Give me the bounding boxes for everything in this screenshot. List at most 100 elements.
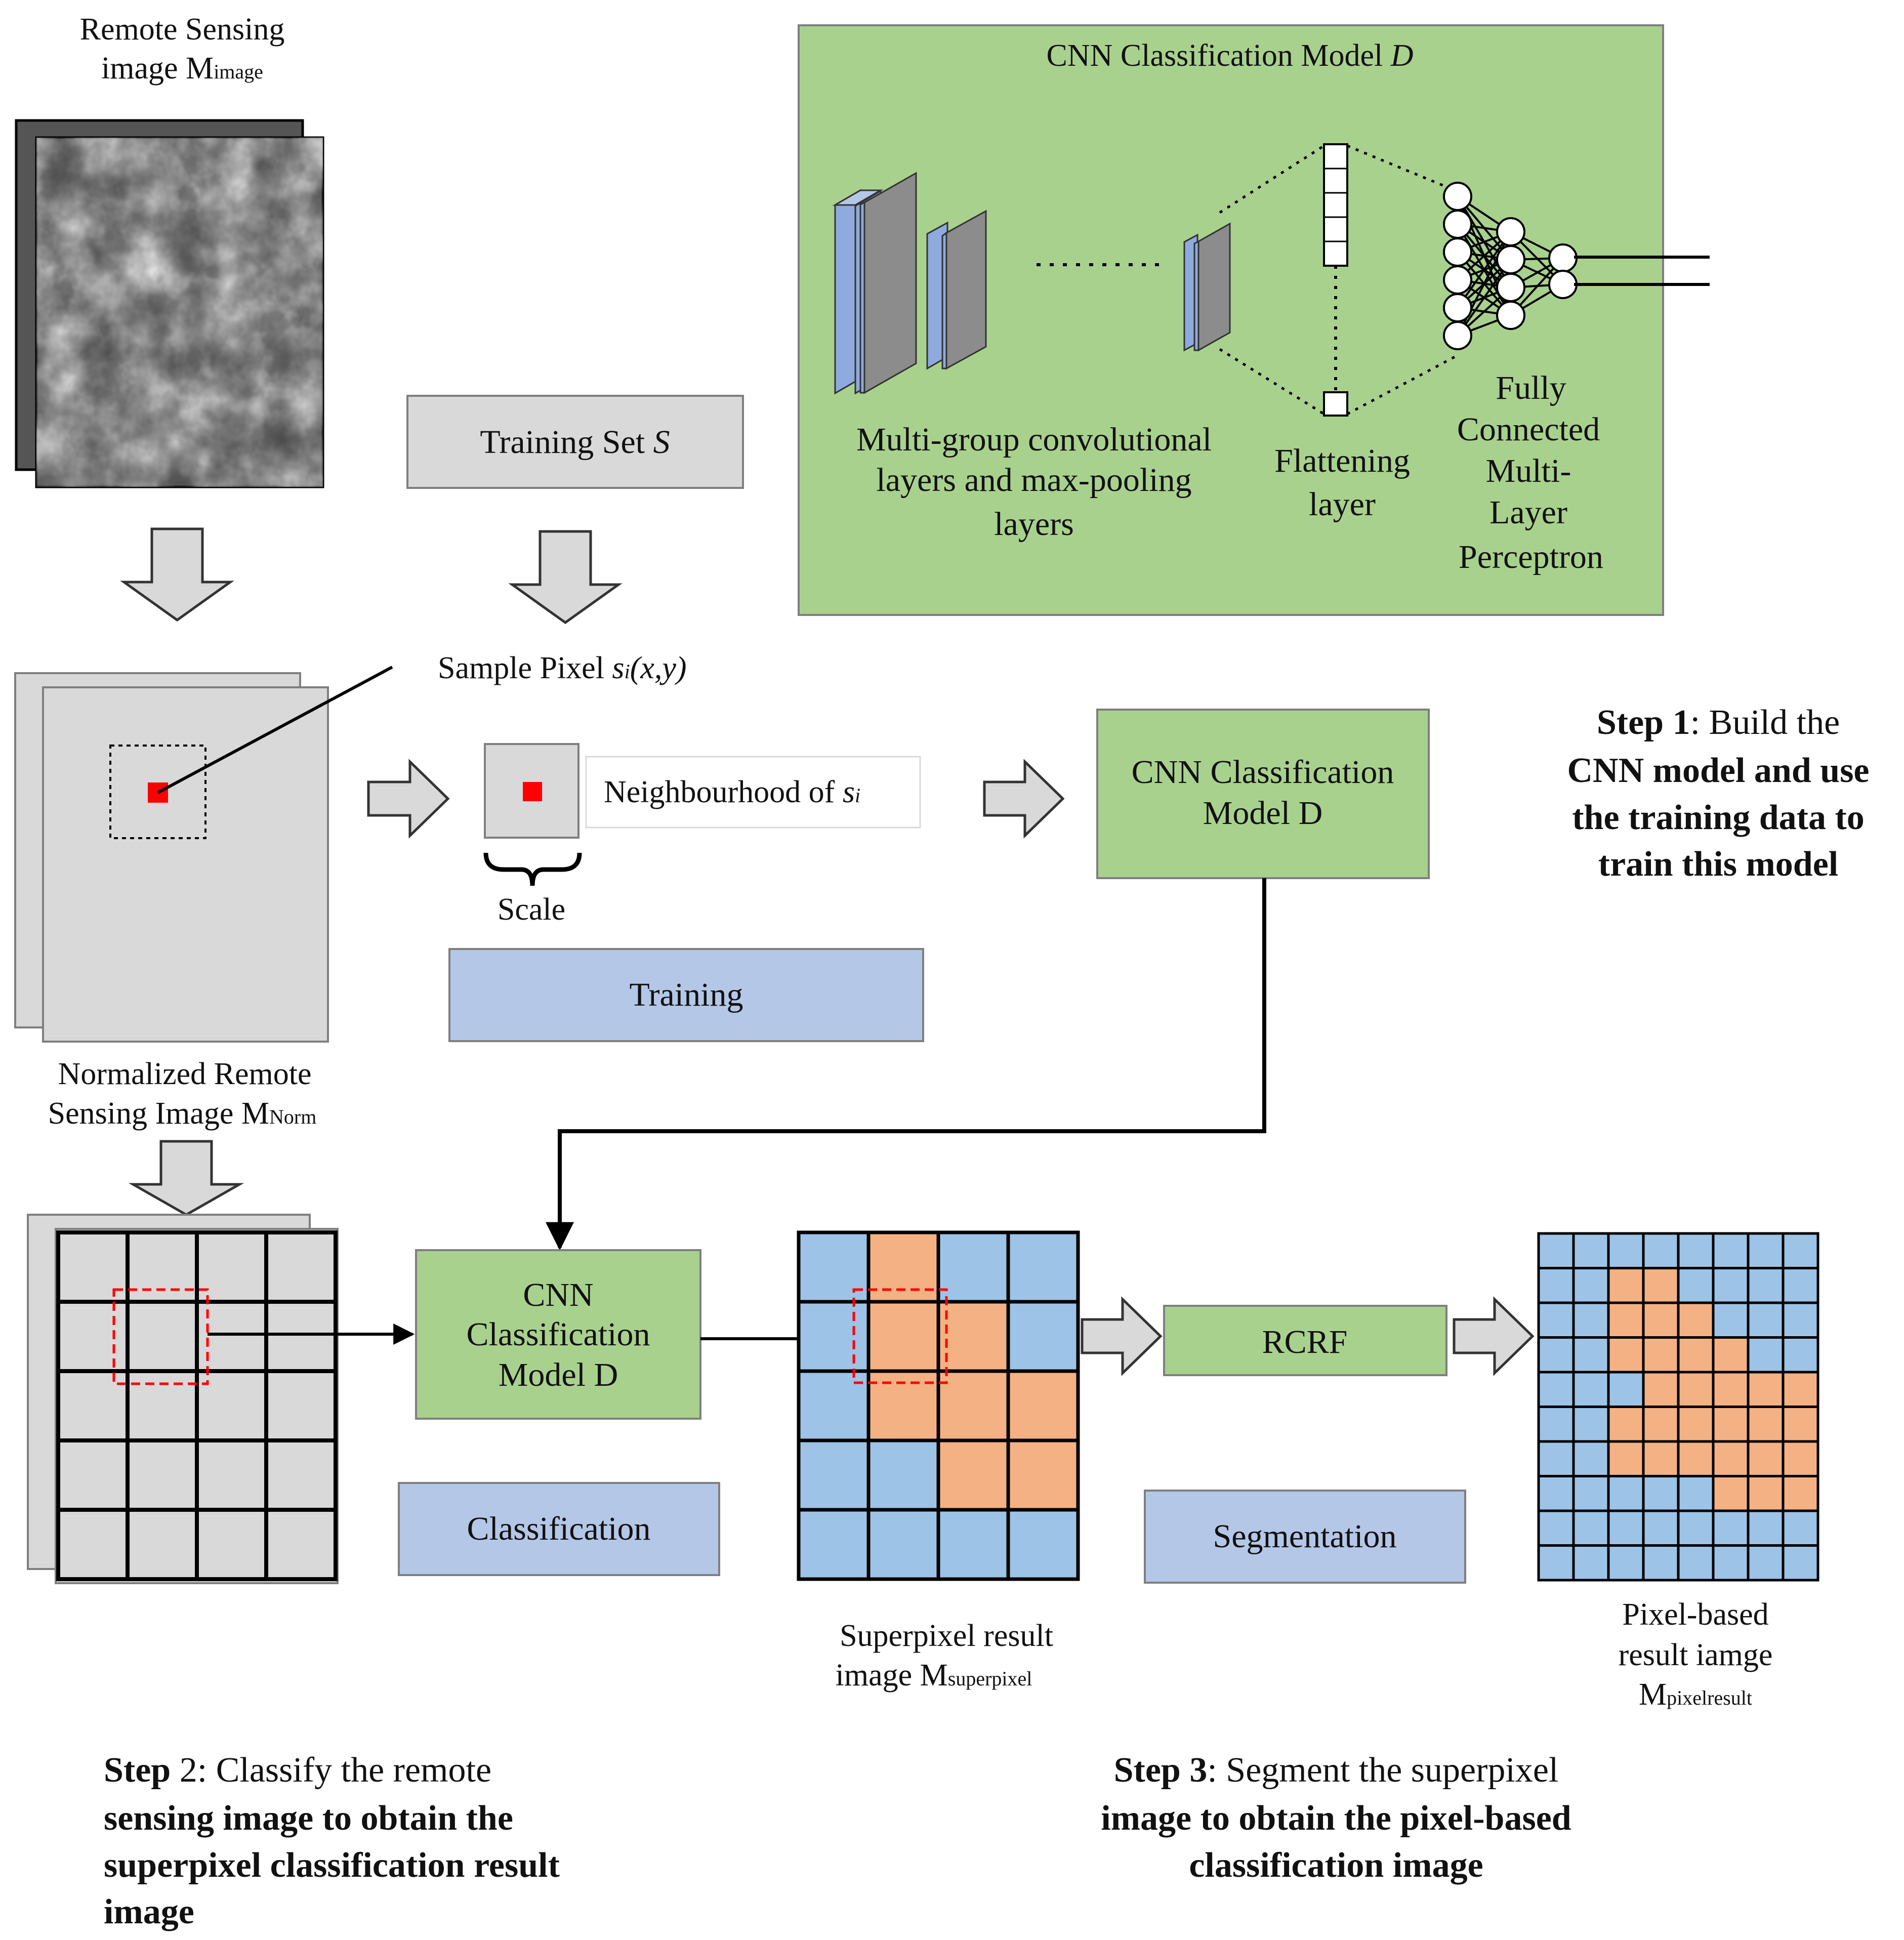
scale-brace xyxy=(483,852,582,886)
superpixel-cell xyxy=(1006,1508,1080,1581)
pixel-cell xyxy=(1537,1267,1575,1304)
mlp-label-line1: Fully xyxy=(1496,369,1566,406)
neuron-node xyxy=(1443,210,1472,239)
pixel-cell xyxy=(1607,1371,1645,1408)
superpixel-label-main: image M xyxy=(836,1658,948,1693)
current-superpixel-window xyxy=(112,1288,209,1385)
neuron-node xyxy=(1443,182,1472,211)
neighbourhood-window xyxy=(109,745,206,839)
pixel-cell xyxy=(1782,1475,1819,1512)
pixel-cell xyxy=(1572,1544,1610,1582)
pixel-cell xyxy=(1572,1336,1610,1374)
mlp-label-line2: Connected xyxy=(1457,411,1600,448)
pixel-cell xyxy=(1572,1440,1610,1477)
neighbourhood-subscript: i xyxy=(855,784,860,807)
pixel-cell xyxy=(1642,1301,1680,1339)
flatten-to-mlp-line xyxy=(1346,354,1459,416)
sample-pixel-text: Sample Pixel xyxy=(438,651,604,685)
superpixel-cell xyxy=(866,1300,940,1373)
pixel-cell xyxy=(1572,1232,1610,1269)
pixel-cell xyxy=(1677,1406,1715,1443)
rcrf-label: RCRF xyxy=(1262,1324,1348,1360)
pixel-cell xyxy=(1747,1232,1785,1269)
remote-image-label-main: image M xyxy=(101,51,214,86)
conv-label-line2: layers and max-pooling xyxy=(876,462,1191,499)
superpixel-cell xyxy=(936,1230,1010,1304)
neuron-node xyxy=(1548,270,1578,299)
conv-layer-block xyxy=(945,210,987,370)
pixel-label-subscript: pixelresult xyxy=(1667,1686,1752,1709)
training-set-text: Training Set xyxy=(480,424,645,461)
classification-box xyxy=(398,1482,720,1576)
pixel-cell xyxy=(1607,1509,1645,1547)
pixel-cell xyxy=(1677,1301,1715,1339)
superpixel-cell xyxy=(936,1508,1010,1581)
pixel-cell xyxy=(1537,1301,1575,1339)
neuron-node xyxy=(1496,301,1525,330)
right-arrow-icon xyxy=(367,759,450,839)
cnn-model-box-step2 xyxy=(415,1249,701,1420)
classification-label: Classification xyxy=(467,1510,651,1547)
pixel-cell xyxy=(1572,1371,1610,1408)
pixel-cell xyxy=(1607,1232,1645,1269)
pixel-cell xyxy=(1677,1232,1715,1269)
pixel-cell xyxy=(1607,1475,1645,1512)
flatten-last-cell xyxy=(1323,391,1348,417)
pixel-cell xyxy=(1747,1336,1785,1374)
cnn-model-step1-line1: CNN Classification xyxy=(1132,754,1394,791)
superpixel-cell xyxy=(797,1508,871,1581)
step1-caption-line3: the training data to xyxy=(1572,798,1865,837)
down-arrow-icon xyxy=(128,1140,244,1216)
flatten-projection-line xyxy=(1219,348,1325,416)
pixel-cell xyxy=(1712,1544,1750,1582)
mlp-label-line5: Perceptron xyxy=(1459,539,1603,575)
step2-caption-bold: Step xyxy=(104,1751,171,1790)
pixel-cell xyxy=(1537,1371,1575,1408)
pixel-cell xyxy=(1747,1544,1785,1582)
step2-caption-line3: superpixel classification result xyxy=(104,1846,560,1885)
normalized-label-main: Sensing Image M xyxy=(48,1096,269,1131)
neighbourhood-s: s xyxy=(843,775,855,809)
right-arrow-icon xyxy=(1081,1296,1163,1376)
cnn-panel-title: CNN Classification Model D xyxy=(1047,38,1414,73)
pixel-cell xyxy=(1712,1440,1750,1477)
flatten-projection-line xyxy=(1219,144,1325,214)
pixel-cell xyxy=(1642,1336,1680,1374)
pixel-cell xyxy=(1537,1440,1575,1477)
pixel-cell xyxy=(1642,1267,1680,1304)
segmentation-label: Segmentation xyxy=(1213,1518,1397,1555)
pixel-cell xyxy=(1677,1475,1715,1512)
sample-pixel-s: s xyxy=(612,651,624,685)
pixel-cell xyxy=(1642,1509,1680,1547)
pixel-cell xyxy=(1712,1406,1750,1443)
pixel-cell xyxy=(1747,1475,1785,1512)
pixel-cell xyxy=(1572,1509,1610,1547)
neuron-node xyxy=(1548,243,1578,273)
pixel-cell xyxy=(1677,1544,1715,1582)
superpixel-cell xyxy=(866,1508,940,1581)
cnn-architecture-panel: CNN Classification Model D xyxy=(798,24,1710,616)
pixel-cell xyxy=(1782,1544,1819,1582)
neuron-node xyxy=(1496,273,1525,302)
step3-caption-line1: Step 3: Segment the superpixel xyxy=(1114,1751,1559,1790)
mlp-label-line4: Layer xyxy=(1489,494,1567,531)
mlp-network xyxy=(1443,182,1578,350)
sample-pixel-subscript: i xyxy=(625,660,630,683)
input-grid-lines xyxy=(56,1230,338,1581)
training-set-box xyxy=(406,395,744,489)
pixel-cell xyxy=(1572,1301,1610,1339)
step3-caption-bold: Step 3 xyxy=(1114,1751,1208,1790)
step1-caption-line1: Step 1: Build the xyxy=(1597,703,1840,742)
normalized-image: Normalized Remote Sensing Image MNorm xyxy=(14,666,393,1131)
pixel-cell xyxy=(1537,1232,1575,1269)
remote-image-label-subscript: image xyxy=(214,60,263,83)
superpixel-label-line1: Superpixel result xyxy=(840,1619,1053,1653)
superpixel-cell xyxy=(1006,1438,1080,1512)
pixel-cell xyxy=(1747,1406,1785,1443)
sample-pixel-label: Sample Pixel si(x,y) xyxy=(438,651,687,685)
pixel-cell xyxy=(1537,1336,1575,1374)
right-arrow-icon xyxy=(983,759,1065,839)
pixel-cell xyxy=(1642,1475,1680,1512)
neighbourhood-text: Neighbourhood of xyxy=(604,775,835,809)
neuron-node xyxy=(1443,293,1472,322)
